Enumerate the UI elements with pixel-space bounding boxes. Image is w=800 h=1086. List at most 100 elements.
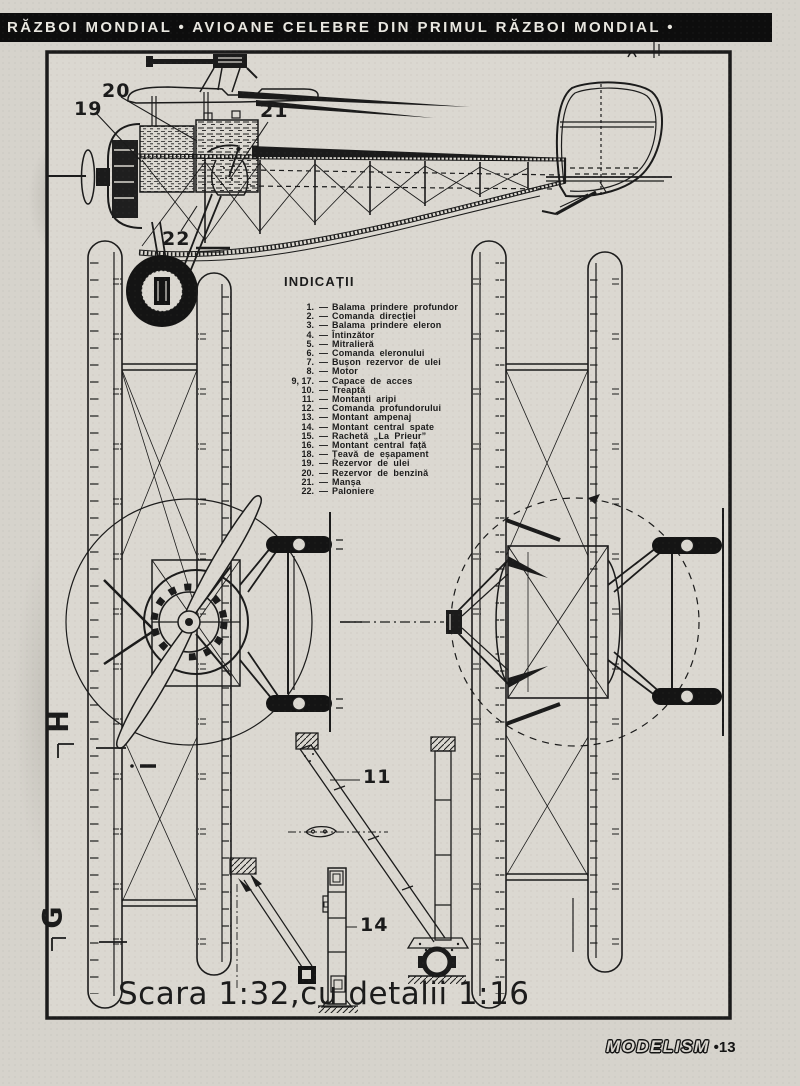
- legend-item-number: 19.: [301, 458, 314, 469]
- legend-item: 6. — Comanda eleronului: [278, 348, 488, 359]
- legend-item-dash: —: [319, 412, 328, 423]
- legend-item: 22. — Paloniere: [278, 486, 488, 497]
- legend-item-text: Balama prindere eleron: [332, 320, 442, 331]
- legend-item-text: Întinzător: [332, 329, 375, 340]
- legend-item: 16. — Montant central față: [278, 440, 488, 451]
- callout-22: 22: [162, 228, 191, 250]
- legend: INDICAȚII 1. — Balama prindere profundor…: [278, 274, 488, 496]
- legend-item-number: 12.: [301, 403, 314, 414]
- legend-item: 13. — Montant ampenaj: [278, 413, 488, 422]
- legend-item-number: 14.: [301, 421, 314, 432]
- legend-item-number: 4.: [306, 329, 314, 340]
- front-view-drawing: [65, 240, 362, 1009]
- strut-details-drawing: [229, 732, 470, 1013]
- footer: MODELISM •13: [606, 1037, 736, 1057]
- legend-title: INDICAȚII: [284, 274, 355, 289]
- legend-item-text: Motor: [332, 366, 358, 377]
- legend-item-text: Rezervor de benzină: [332, 467, 429, 478]
- legend-item-dash: —: [319, 329, 328, 340]
- legend-item-number: 10.: [301, 384, 314, 395]
- legend-item-text: Montant central față: [332, 440, 427, 451]
- legend-item-number: 20.: [301, 467, 314, 478]
- section-marks: [51, 743, 156, 951]
- legend-item-number: 9, 17.: [291, 375, 314, 386]
- legend-item-text: Treaptă: [332, 384, 366, 395]
- legend-item-number: 5.: [306, 338, 314, 349]
- legend-item: 18. — Țeavă de eșapament: [278, 450, 488, 459]
- legend-item: 21. — Manșa: [278, 476, 488, 487]
- side-view-drawing: [48, 54, 672, 327]
- legend-item-text: Montanți aripi: [332, 394, 397, 405]
- legend-item-dash: —: [319, 366, 328, 377]
- legend-item-dash: —: [319, 320, 328, 331]
- callout-19: 19: [74, 98, 103, 120]
- legend-item-number: 22.: [301, 486, 314, 497]
- legend-item: 15. — Rachetă „La Prieur”: [278, 430, 488, 441]
- legend-item-dash: —: [319, 430, 328, 441]
- callout-21: 21: [260, 100, 289, 122]
- legend-item-dash: —: [319, 403, 328, 414]
- legend-item-number: 13.: [301, 412, 314, 423]
- legend-item-number: 6.: [306, 348, 314, 359]
- legend-item-text: Rezervor de ulei: [332, 458, 410, 469]
- legend-item-number: 2.: [306, 311, 314, 322]
- magazine-logo: MODELISM: [606, 1037, 710, 1056]
- legend-item: 19. — Rezervor de ulei: [278, 459, 488, 468]
- legend-item-dash: —: [319, 384, 328, 395]
- legend-item-dash: —: [319, 486, 328, 497]
- page-header-banner: RĂZBOI MONDIAL • AVIOANE CELEBRE DIN PRI…: [0, 13, 772, 42]
- legend-item-dash: —: [319, 348, 328, 359]
- legend-item: 9, 17. — Capace de acces: [278, 375, 488, 386]
- callout-14: 14: [360, 914, 389, 936]
- legend-item-text: Comanda eleronului: [332, 348, 425, 359]
- section-letter-h: H: [43, 710, 75, 733]
- legend-item-text: Mitralieră: [332, 338, 375, 349]
- legend-item-text: Comanda direcției: [332, 311, 416, 322]
- page-number: •13: [713, 1039, 736, 1056]
- legend-item-text: Rachetă „La Prieur”: [332, 430, 427, 441]
- legend-item-dash: —: [319, 311, 328, 322]
- legend-item-dash: —: [319, 449, 328, 460]
- legend-item: 5. — Mitralieră: [278, 338, 488, 349]
- legend-item: 20. — Rezervor de benzină: [278, 467, 488, 478]
- legend-item-dash: —: [319, 338, 328, 349]
- legend-item: 8. — Motor: [278, 367, 488, 376]
- legend-item: 14. — Montant central spate: [278, 421, 488, 432]
- legend-item-dash: —: [319, 458, 328, 469]
- legend-item-dash: —: [319, 357, 328, 368]
- legend-item-text: Capace de acces: [332, 375, 413, 386]
- legend-item-text: Montant ampenaj: [332, 412, 412, 423]
- legend-item-text: Montant central spate: [332, 421, 435, 432]
- legend-item-text: Balama prindere profundor: [332, 302, 459, 312]
- legend-item-dash: —: [319, 375, 328, 386]
- legend-item-dash: —: [319, 302, 328, 312]
- legend-item-dash: —: [319, 394, 328, 405]
- banner-title: RĂZBOI MONDIAL • AVIOANE CELEBRE DIN PRI…: [7, 19, 675, 36]
- legend-item-number: 8.: [306, 366, 314, 377]
- legend-item: 1. — Balama prindere profundor: [278, 302, 488, 312]
- legend-item-dash: —: [319, 467, 328, 478]
- legend-item-number: 15.: [301, 430, 314, 441]
- legend-item-number: 11.: [301, 394, 314, 405]
- legend-item: 11. — Montanți aripi: [278, 394, 488, 405]
- legend-item: 12. — Comanda profundorului: [278, 404, 488, 413]
- legend-item-text: Comanda profundorului: [332, 403, 442, 414]
- legend-item-dash: —: [319, 421, 328, 432]
- legend-item: 4. — Întinzător: [278, 329, 488, 340]
- legend-item-text: Paloniere: [332, 486, 375, 497]
- legend-item: 7. — Bușon rezervor de ulei: [278, 358, 488, 367]
- legend-item: 10. — Treaptă: [278, 384, 488, 395]
- legend-item-dash: —: [319, 476, 328, 487]
- legend-item-text: Bușon rezervor de ulei: [332, 357, 441, 368]
- legend-item-number: 18.: [301, 449, 314, 460]
- rear-view-drawing: [340, 240, 724, 1009]
- page-frame: [45, 42, 732, 1020]
- callout-20: 20: [102, 80, 131, 102]
- legend-list: 1. — Balama prindere profundor 2. — Coma…: [278, 302, 488, 497]
- legend-item-number: 16.: [301, 440, 314, 451]
- legend-item: 2. — Comanda direcției: [278, 311, 488, 322]
- legend-item-number: 21.: [301, 476, 314, 487]
- legend-item-number: 1.: [306, 302, 314, 312]
